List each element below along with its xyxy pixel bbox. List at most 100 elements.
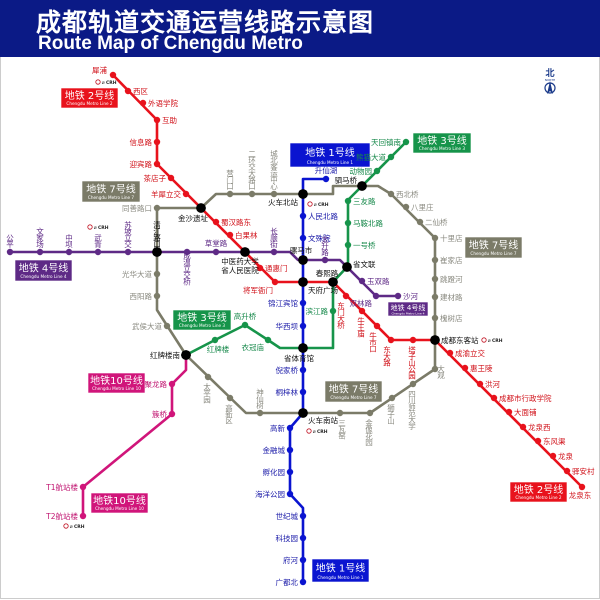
- station-label[interactable]: 升仙湖: [315, 165, 338, 175]
- station-marker[interactable]: [182, 190, 190, 198]
- station-marker[interactable]: [344, 241, 352, 249]
- station-label[interactable]: 牛市口: [368, 331, 377, 353]
- station-label[interactable]: 同善路口: [122, 203, 152, 213]
- station-label[interactable]: 春熙路: [316, 268, 339, 278]
- station-label[interactable]: 将军衙门: [243, 285, 273, 295]
- station-label[interactable]: 熊猫大道: [356, 152, 386, 162]
- station-label[interactable]: 滨江路: [306, 306, 329, 316]
- station-label[interactable]: 茶店子: [144, 173, 167, 183]
- station-label[interactable]: 信息路: [130, 137, 153, 147]
- station-marker[interactable]: [248, 190, 256, 198]
- station-marker[interactable]: [299, 578, 307, 586]
- station-label[interactable]: 犀浦: [92, 65, 107, 75]
- station-label[interactable]: 金像花园: [364, 418, 373, 448]
- station-label[interactable]: 华西坝: [276, 321, 299, 331]
- station-marker[interactable]: [342, 292, 350, 300]
- station-label[interactable]: 聚龙路: [145, 379, 168, 389]
- station-marker[interactable]: [286, 490, 294, 498]
- station-label[interactable]: 高新: [270, 423, 285, 433]
- station-label[interactable]: 惠王陵: [470, 363, 493, 373]
- station-label[interactable]: 红牌楼南: [150, 350, 180, 360]
- station-marker[interactable]: [409, 336, 417, 344]
- station-marker[interactable]: [153, 292, 161, 300]
- station-marker[interactable]: [431, 365, 439, 373]
- station-label[interactable]: 动物园: [350, 166, 373, 176]
- station-label[interactable]: 高升桥: [234, 311, 257, 321]
- station-label[interactable]: 崔家店: [440, 255, 463, 265]
- station-label[interactable]: 大观: [436, 364, 445, 381]
- station-marker[interactable]: [299, 234, 307, 242]
- station-label[interactable]: 东风渠: [543, 436, 566, 446]
- station-marker[interactable]: [505, 408, 513, 416]
- station-marker[interactable]: [79, 483, 87, 491]
- transfer-station-marker[interactable]: [196, 203, 206, 213]
- station-label[interactable]: 马鞍北路: [353, 218, 383, 228]
- station-label[interactable]: 西区: [133, 87, 148, 96]
- station-label[interactable]: 倪家桥: [276, 365, 299, 375]
- station-label[interactable]: 蜀汉路东: [221, 217, 251, 227]
- station-marker[interactable]: [299, 512, 307, 520]
- station-label[interactable]: 龙泉西: [528, 422, 551, 432]
- station-label[interactable]: 天府广场: [308, 285, 338, 295]
- station-label[interactable]: 一号桥: [353, 240, 376, 250]
- station-label[interactable]: 玉双路: [367, 276, 390, 286]
- station-marker[interactable]: [409, 380, 417, 388]
- transfer-station-marker[interactable]: [328, 277, 338, 287]
- station-label[interactable]: 成都市行政学院: [499, 393, 552, 403]
- station-marker[interactable]: [36, 248, 44, 256]
- station-marker[interactable]: [431, 293, 439, 301]
- station-label[interactable]: 骡马市: [290, 245, 313, 255]
- station-label[interactable]: 火车北站: [268, 197, 298, 207]
- transfer-station-marker[interactable]: [357, 181, 367, 191]
- station-marker[interactable]: [65, 248, 73, 256]
- station-marker[interactable]: [153, 116, 161, 124]
- station-marker[interactable]: [286, 424, 294, 432]
- station-marker[interactable]: [168, 410, 176, 418]
- station-label[interactable]: 苏坡立交: [123, 220, 132, 250]
- station-marker[interactable]: [387, 190, 395, 198]
- station-marker[interactable]: [322, 175, 330, 183]
- station-label[interactable]: 城北客运中心: [269, 150, 278, 191]
- station-label[interactable]: 东门大桥: [336, 301, 345, 331]
- station-marker[interactable]: [321, 256, 329, 264]
- station-marker[interactable]: [402, 203, 410, 211]
- station-label[interactable]: 太平园: [202, 382, 211, 405]
- station-marker[interactable]: [366, 409, 374, 417]
- station-label[interactable]: 金沙遗址: [178, 213, 208, 223]
- station-marker[interactable]: [549, 452, 557, 460]
- station-label[interactable]: 大面铺: [514, 407, 537, 417]
- station-marker[interactable]: [299, 534, 307, 542]
- station-marker[interactable]: [299, 212, 307, 220]
- station-marker[interactable]: [402, 138, 410, 146]
- station-marker[interactable]: [226, 394, 234, 402]
- station-marker[interactable]: [373, 322, 381, 330]
- station-label[interactable]: 洪河: [485, 379, 500, 389]
- station-marker[interactable]: [204, 373, 212, 381]
- station-label[interactable]: 驿安村: [572, 466, 595, 476]
- station-label[interactable]: 槐树店: [440, 313, 463, 323]
- station-label[interactable]: 武侯大道: [132, 321, 162, 331]
- station-marker[interactable]: [387, 336, 395, 344]
- station-label[interactable]: 八里庄: [411, 202, 434, 212]
- station-label[interactable]: 海洋公园: [255, 489, 285, 499]
- station-marker[interactable]: [519, 423, 527, 431]
- station-label[interactable]: 衣冠庙: [242, 342, 265, 352]
- station-marker[interactable]: [299, 388, 307, 396]
- station-marker[interactable]: [299, 366, 307, 374]
- station-label[interactable]: 驷马桥: [335, 175, 358, 185]
- station-label[interactable]: 狮子山: [386, 404, 395, 426]
- station-marker[interactable]: [241, 321, 249, 329]
- station-label[interactable]: 省体育馆: [284, 353, 314, 363]
- station-marker[interactable]: [211, 336, 219, 344]
- station-label[interactable]: 东大路: [382, 345, 391, 367]
- station-marker[interactable]: [139, 99, 147, 107]
- station-label[interactable]: 天回镇南: [371, 137, 401, 147]
- station-marker[interactable]: [431, 234, 439, 242]
- station-label[interactable]: 成都东客站: [441, 335, 479, 345]
- station-marker[interactable]: [264, 336, 272, 344]
- station-marker[interactable]: [476, 380, 484, 388]
- transfer-station-marker[interactable]: [298, 343, 308, 353]
- transfer-station-marker[interactable]: [298, 189, 308, 199]
- station-label[interactable]: 文殊院: [308, 233, 331, 243]
- station-label[interactable]: 广都北: [276, 577, 299, 587]
